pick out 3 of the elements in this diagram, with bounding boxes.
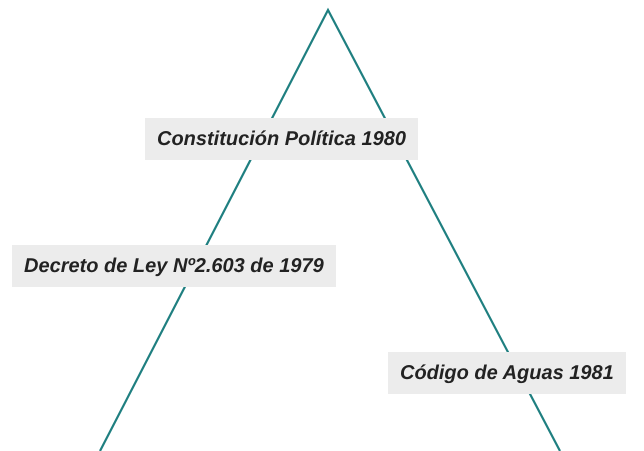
law-label: Decreto de Ley Nº2.603 de 1979 <box>12 245 336 287</box>
law-label: Código de Aguas 1981 <box>388 352 626 394</box>
law-label: Constitución Política 1980 <box>145 118 418 160</box>
